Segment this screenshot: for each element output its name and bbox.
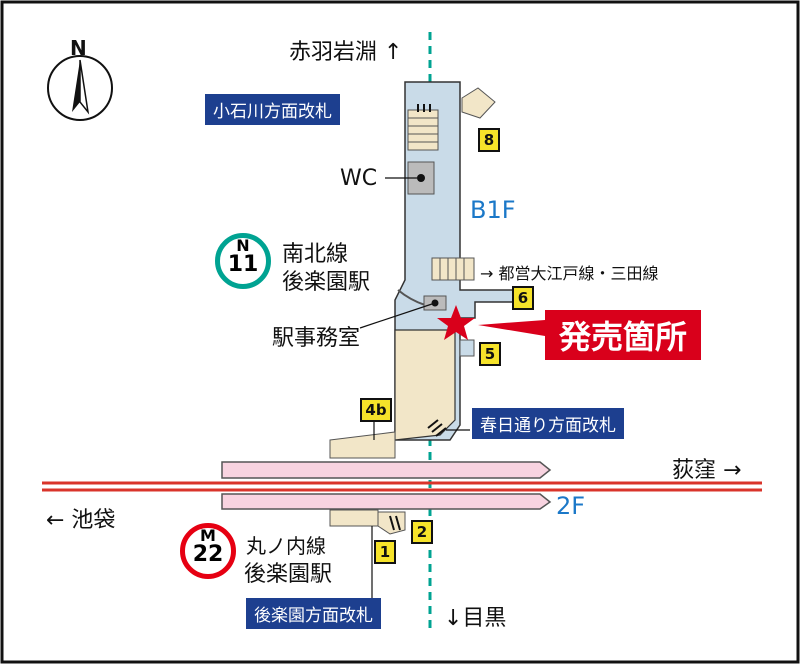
stairs-transfer — [431, 257, 475, 281]
turnstiles-korakuen — [389, 515, 401, 531]
stair-lines-transfer — [439, 258, 465, 280]
namboku-line-letter: N — [236, 236, 250, 255]
turnstiles-kasuga — [427, 419, 447, 437]
wc-label: WC — [340, 166, 378, 191]
platform-lower — [221, 493, 552, 510]
namboku-line-number: 11 — [227, 252, 259, 277]
gate-korakuen: 後楽園方面改札 — [246, 598, 381, 629]
direction-east: 荻窪 → — [672, 458, 742, 483]
compass-needle — [72, 60, 80, 112]
namboku-line-name: 南北線 — [282, 242, 349, 267]
concourse-2f — [329, 509, 379, 527]
marunouchi-line-name: 丸ノ内線 — [246, 534, 326, 558]
gate-koishikawa: 小石川方面改札 — [205, 94, 340, 125]
station-office-dot — [431, 299, 439, 307]
ticket-sales-pointer — [478, 320, 545, 336]
namboku-line-badge: N 11 — [215, 233, 271, 289]
station-office-label: 駅事務室 — [272, 326, 361, 351]
stair-exit-8 — [461, 87, 496, 119]
stair-exit-5 — [459, 339, 475, 357]
floor-2f-label: 2F — [556, 492, 586, 520]
station-office-leader — [359, 303, 433, 329]
marunouchi-line-number: 22 — [192, 542, 224, 567]
platform-upper — [221, 461, 552, 479]
ticket-sales-star — [437, 305, 475, 340]
direction-west: ← 池袋 — [46, 508, 116, 533]
direction-north: 赤羽岩淵 ↑ — [289, 40, 403, 65]
exit-6-badge: 6 — [512, 286, 534, 310]
direction-south: ↓目黒 — [444, 606, 507, 631]
compass-needle-light — [79, 59, 90, 115]
marunouchi-station-name: 後楽園駅 — [244, 562, 333, 587]
namboku-station-name: 後楽園駅 — [282, 270, 371, 295]
concourse-lower — [394, 329, 456, 441]
marunouchi-line-letter: M — [200, 526, 216, 545]
escalator-curve — [397, 289, 426, 306]
area-exit-4b — [329, 431, 396, 459]
exit-5-badge: 5 — [479, 342, 501, 366]
exit-8-badge: 8 — [478, 128, 500, 152]
turnstiles-north — [417, 104, 431, 112]
stair-lines-north — [408, 117, 438, 143]
marunouchi-line-badge: M 22 — [180, 523, 236, 579]
ticket-sales-label: 発売箇所 — [545, 310, 702, 360]
transfer-label: → 都営大江戸線・三田線 — [480, 264, 659, 283]
wc-dot — [417, 174, 425, 182]
gate-kasuga: 春日通り方面改札 — [472, 408, 624, 439]
floor-b1f-label: B1F — [470, 196, 516, 224]
exit-1-badge: 1 — [374, 540, 396, 564]
exit-4b-badge: 4b — [360, 398, 392, 422]
stairs-north — [407, 109, 439, 151]
compass-north-label: N — [70, 36, 87, 60]
exit-2-badge: 2 — [411, 520, 433, 544]
